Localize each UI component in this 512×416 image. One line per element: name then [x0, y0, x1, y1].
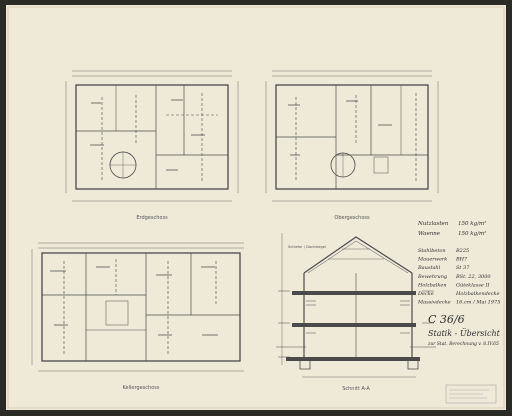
material-value: St 37: [456, 265, 470, 271]
material-value: Holzbalkendecke: [455, 291, 500, 297]
load-value: 150 kg/m²: [458, 230, 486, 237]
material-value: B225: [455, 248, 469, 254]
material-value: Güteklasse II: [456, 282, 490, 288]
drawing-subtitle: zur Stat. Berechnung v. 8.IV.65: [427, 341, 499, 347]
ground-floor-label: Erdgeschoss: [136, 215, 168, 221]
material-label: Stahlbeton: [418, 248, 446, 254]
stamp-box: [445, 384, 497, 404]
load-value: 150 kg/m²: [458, 220, 486, 227]
upper-floor-plan: [265, 70, 439, 202]
drawing-title: Statik - Übersicht: [428, 329, 501, 338]
blueprint-sheet: Erdgeschoss Obergeschoss Kellergeschoss …: [6, 5, 506, 410]
sheet-border: [7, 6, 505, 409]
section-drawing: [276, 233, 436, 378]
material-label: Bewehrung: [417, 274, 447, 280]
material-value: 16.cm / Mai 1975: [456, 300, 500, 306]
material-value: BSt. 22, 3000: [455, 274, 491, 280]
material-label: Baustahl: [417, 265, 441, 271]
upper-floor-label: Obergeschoss: [334, 215, 370, 221]
section-note: Schiefer / Dachziegel: [288, 245, 326, 249]
material-label: Mauerwerk: [417, 257, 447, 263]
material-value: BH7: [455, 257, 468, 263]
ground-floor-plan: [65, 70, 239, 202]
material-label: Decke: [417, 291, 434, 297]
drawing-canvas: Erdgeschoss Obergeschoss Kellergeschoss …: [7, 6, 505, 409]
load-label: Waenne: [418, 231, 441, 237]
load-label: Nutzlasten: [417, 221, 449, 227]
material-label: Holzbalken: [417, 282, 447, 288]
section-label: Schnitt A-A: [342, 386, 370, 392]
material-label: Massivdecke: [417, 300, 451, 306]
stamp-lines: [449, 389, 489, 399]
drawing-number: C 36/6: [428, 313, 465, 326]
basement-plan: [31, 242, 244, 372]
basement-label: Kellergeschoss: [123, 385, 160, 391]
